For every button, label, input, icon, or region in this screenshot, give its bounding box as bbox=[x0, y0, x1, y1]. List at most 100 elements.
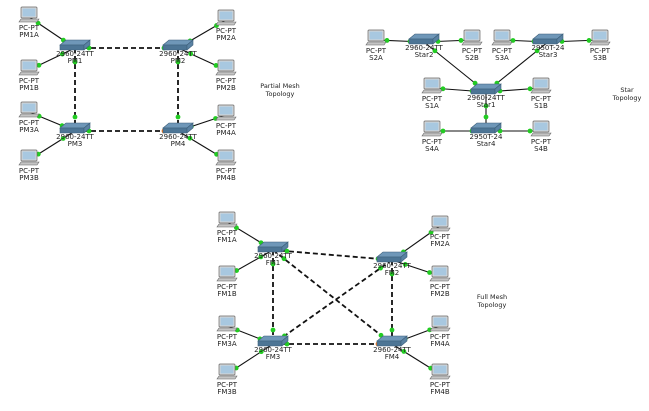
switch-side-icon bbox=[281, 241, 289, 253]
switch-name-label: PM1 bbox=[68, 57, 83, 65]
pc-model-label: PC-PT bbox=[19, 167, 40, 175]
port-light-pm1-pm1b-a bbox=[59, 51, 65, 57]
switch-model-label: 2960-24TT bbox=[254, 346, 292, 354]
switch-model-label: 2960-24TT bbox=[159, 133, 197, 141]
pc-screen-icon bbox=[22, 8, 36, 17]
port-light-pm1-pm3-b bbox=[72, 114, 78, 120]
switch-side-icon bbox=[83, 39, 91, 51]
pc-screen-icon bbox=[425, 122, 439, 131]
port-light-fm2-fm2b-a bbox=[402, 262, 408, 267]
switch-name-label: Star4 bbox=[477, 140, 496, 148]
pc-model-label: PC-PT bbox=[422, 138, 443, 146]
pc-model-label: PC-PT bbox=[19, 24, 40, 32]
pc-name-label: PM2B bbox=[216, 84, 236, 92]
pc-name-label: FM4B bbox=[430, 388, 450, 396]
port-light-s3a-star3-a bbox=[510, 38, 516, 43]
pc-screen-icon bbox=[219, 151, 233, 160]
switch-side-icon bbox=[281, 335, 289, 347]
switch-model-label: 2950T-24 bbox=[532, 44, 565, 52]
pc-screen-icon bbox=[220, 317, 234, 326]
pc-keyboard-icon bbox=[421, 132, 443, 137]
pc-screen-icon bbox=[433, 267, 447, 276]
switch-name-label: Star3 bbox=[539, 51, 558, 59]
switch-model-label: 2960-24TT bbox=[373, 262, 411, 270]
pc-name-label: S4A bbox=[425, 145, 439, 153]
pc-keyboard-icon bbox=[429, 375, 451, 380]
pc-name-label: PM4A bbox=[216, 129, 236, 137]
topology-title-star: Star bbox=[620, 86, 634, 94]
pc-model-label: PC-PT bbox=[590, 47, 611, 55]
port-light-fm4-fm4b-a bbox=[401, 349, 407, 354]
pc-screen-icon bbox=[369, 31, 383, 40]
ports-layer bbox=[35, 20, 592, 371]
pc-model-label: PC-PT bbox=[217, 229, 238, 237]
port-light-star3-star1-a bbox=[534, 48, 540, 54]
topology-title-partial: Partial Mesh bbox=[260, 82, 300, 90]
switch-name-label: FM3 bbox=[266, 353, 281, 361]
pc-screen-icon bbox=[465, 31, 479, 40]
port-light-pm1-pm3-a bbox=[72, 59, 78, 65]
port-light-fm2-fm3-a bbox=[378, 265, 383, 271]
pc-name-label: FM2B bbox=[430, 290, 450, 298]
port-light-pm3-pm3b-a bbox=[60, 136, 66, 141]
switch-model-label: 2960-24TT bbox=[405, 44, 443, 52]
switch-side-icon bbox=[400, 335, 408, 347]
pc-name-label: S3A bbox=[495, 54, 509, 62]
switch-name-label: FM1 bbox=[266, 259, 281, 267]
pc-keyboard-icon bbox=[530, 89, 552, 94]
pc-keyboard-icon bbox=[491, 41, 513, 46]
port-light-fm1-fm4-a bbox=[281, 256, 287, 262]
switch-side-icon bbox=[494, 83, 502, 95]
pc-screen-icon bbox=[220, 213, 234, 222]
pc-screen-icon bbox=[425, 79, 439, 88]
port-light-pm1-pm1b-b bbox=[36, 62, 42, 68]
pc-name-label: S4B bbox=[534, 145, 548, 153]
switch-model-label: 2960-24TT bbox=[373, 346, 411, 354]
pc-screen-icon bbox=[593, 31, 607, 40]
switch-side-icon bbox=[83, 122, 91, 134]
port-light-fm2-fm2b-b bbox=[427, 270, 432, 275]
pc-keyboard-icon bbox=[589, 41, 611, 46]
pc-keyboard-icon bbox=[215, 71, 237, 76]
topology-title-full: Topology bbox=[477, 301, 507, 309]
pc-name-label: S1A bbox=[425, 102, 439, 110]
pc-name-label: PM1A bbox=[19, 31, 39, 39]
